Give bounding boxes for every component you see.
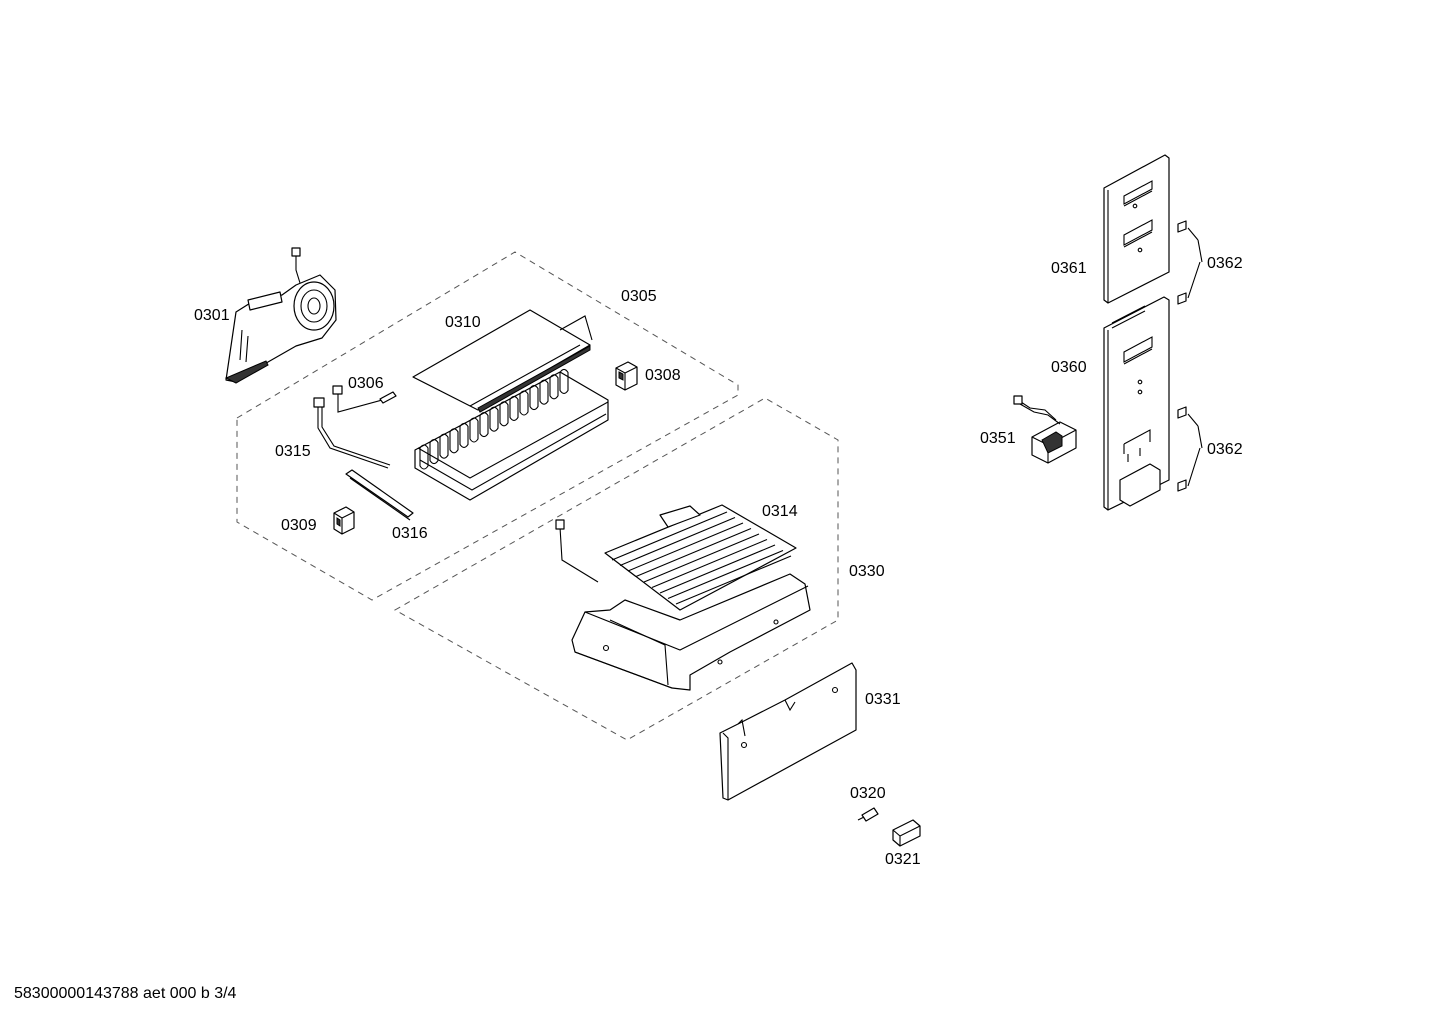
coil-fin: [469, 417, 479, 443]
label-0362-upper: 0362: [1207, 255, 1243, 272]
label-0360: 0360: [1051, 359, 1087, 376]
label-0361: 0361: [1051, 260, 1087, 277]
coil-fin: [489, 406, 499, 432]
grid-bar: [619, 516, 736, 567]
label-0310: 0310: [445, 314, 481, 331]
grid-bar: [611, 511, 728, 561]
part-evaporator-coil: [414, 368, 609, 501]
grid-bar: [627, 522, 744, 572]
group-outline-0330: [393, 397, 839, 741]
grid-bar: [643, 533, 760, 583]
label-0351: 0351: [980, 430, 1016, 447]
label-0316: 0316: [392, 525, 428, 542]
part-0330-drip-tray: [571, 573, 811, 691]
label-0314: 0314: [762, 503, 798, 520]
label-0309: 0309: [281, 517, 317, 534]
label-0315: 0315: [275, 443, 311, 460]
grid-bar: [659, 544, 776, 594]
document-footer-id: 58300000143788 aet 000 b 3/4: [14, 985, 237, 1002]
label-0321: 0321: [885, 851, 921, 868]
coil-fin: [449, 428, 459, 454]
coil-fin: [429, 439, 439, 465]
grid-bar: [651, 538, 768, 589]
label-0362-lower: 0362: [1207, 441, 1243, 458]
part-labels: 0301 0305 0306 0308 0309 0310 0314 0315 …: [194, 255, 1243, 868]
part-0331-cover: [719, 662, 857, 801]
part-0316-strip: [345, 469, 414, 521]
coil-fin: [529, 385, 539, 411]
part-0351-module: [1013, 395, 1077, 464]
label-0301: 0301: [194, 307, 230, 324]
part-0310-cover-plate: [412, 309, 593, 413]
part-0361-panel: [1103, 154, 1170, 304]
label-0305: 0305: [621, 288, 657, 305]
label-0330: 0330: [849, 563, 885, 580]
group-outline-0305: [236, 251, 739, 601]
coil-fin: [459, 422, 469, 448]
grid-bar: [667, 549, 784, 600]
coil-fin: [509, 395, 519, 421]
part-0306-sensor: [332, 385, 397, 413]
coil-fin: [439, 433, 449, 459]
part-0315-wire: [313, 397, 391, 469]
part-0321-cap: [892, 819, 921, 847]
grid-bar: [675, 555, 792, 605]
part-0301-fan-housing: [224, 247, 337, 384]
coil-fin: [539, 379, 549, 405]
part-0362-screws-lower: [1177, 406, 1203, 492]
part-0360-panel: [1103, 296, 1170, 511]
part-0308-clip: [615, 361, 638, 391]
coil-fin: [519, 390, 529, 416]
label-0308: 0308: [645, 367, 681, 384]
coil-fin: [479, 412, 489, 438]
part-0362-screws-upper: [1177, 220, 1203, 305]
coil-fin: [559, 368, 569, 394]
coil-fin: [499, 401, 509, 427]
grid-bar: [635, 527, 752, 578]
label-0306: 0306: [348, 375, 384, 392]
coil-fin: [419, 444, 429, 470]
label-0320: 0320: [850, 785, 886, 802]
label-0331: 0331: [865, 691, 901, 708]
part-0320-pin: [857, 807, 879, 822]
coil-fin: [549, 374, 559, 400]
part-0309-clip: [333, 506, 355, 535]
part-0314-heater-grid: [555, 504, 797, 611]
